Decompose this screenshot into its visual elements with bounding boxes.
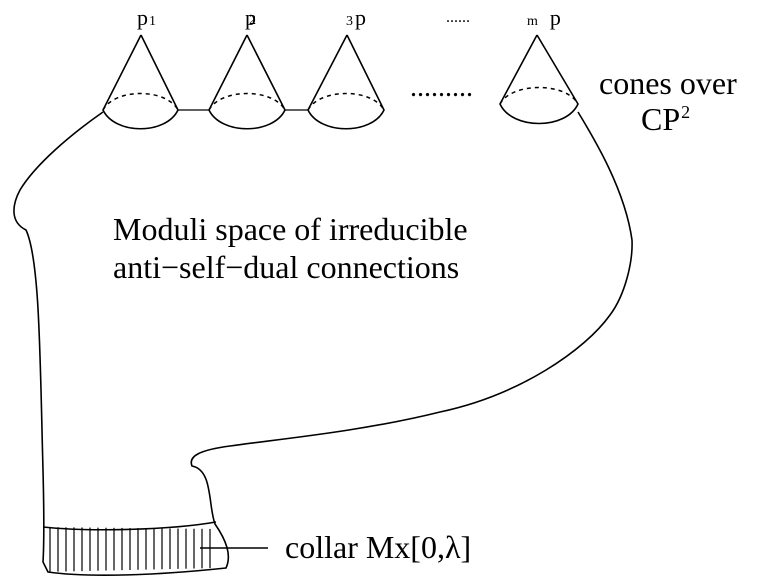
- center-text-line2: anti−self−dual connections: [113, 249, 459, 285]
- cones-caption-line2: CP2: [641, 101, 690, 137]
- center-text-line1: Moduli space of irreducible: [113, 211, 468, 247]
- collar-label: collar Mx[0,λ]: [285, 529, 471, 565]
- cone-pm: [499, 34, 579, 125]
- cone-label-p2-sub: 2: [249, 13, 256, 28]
- cone-label-p3: 3p: [346, 5, 366, 30]
- moduli-space-boundary: [13, 111, 633, 577]
- cone-ellipsis: .........: [410, 72, 473, 103]
- cone-p3: [307, 34, 385, 130]
- top-ellipsis: ......: [446, 9, 470, 26]
- cone-p2: [208, 34, 286, 130]
- cone-label-p2: p: [245, 5, 256, 30]
- cone-label-p1: p1: [137, 5, 156, 30]
- cone-p1: [102, 34, 179, 130]
- collar-band: [42, 521, 217, 572]
- cones-caption-line1: cones over: [599, 65, 737, 101]
